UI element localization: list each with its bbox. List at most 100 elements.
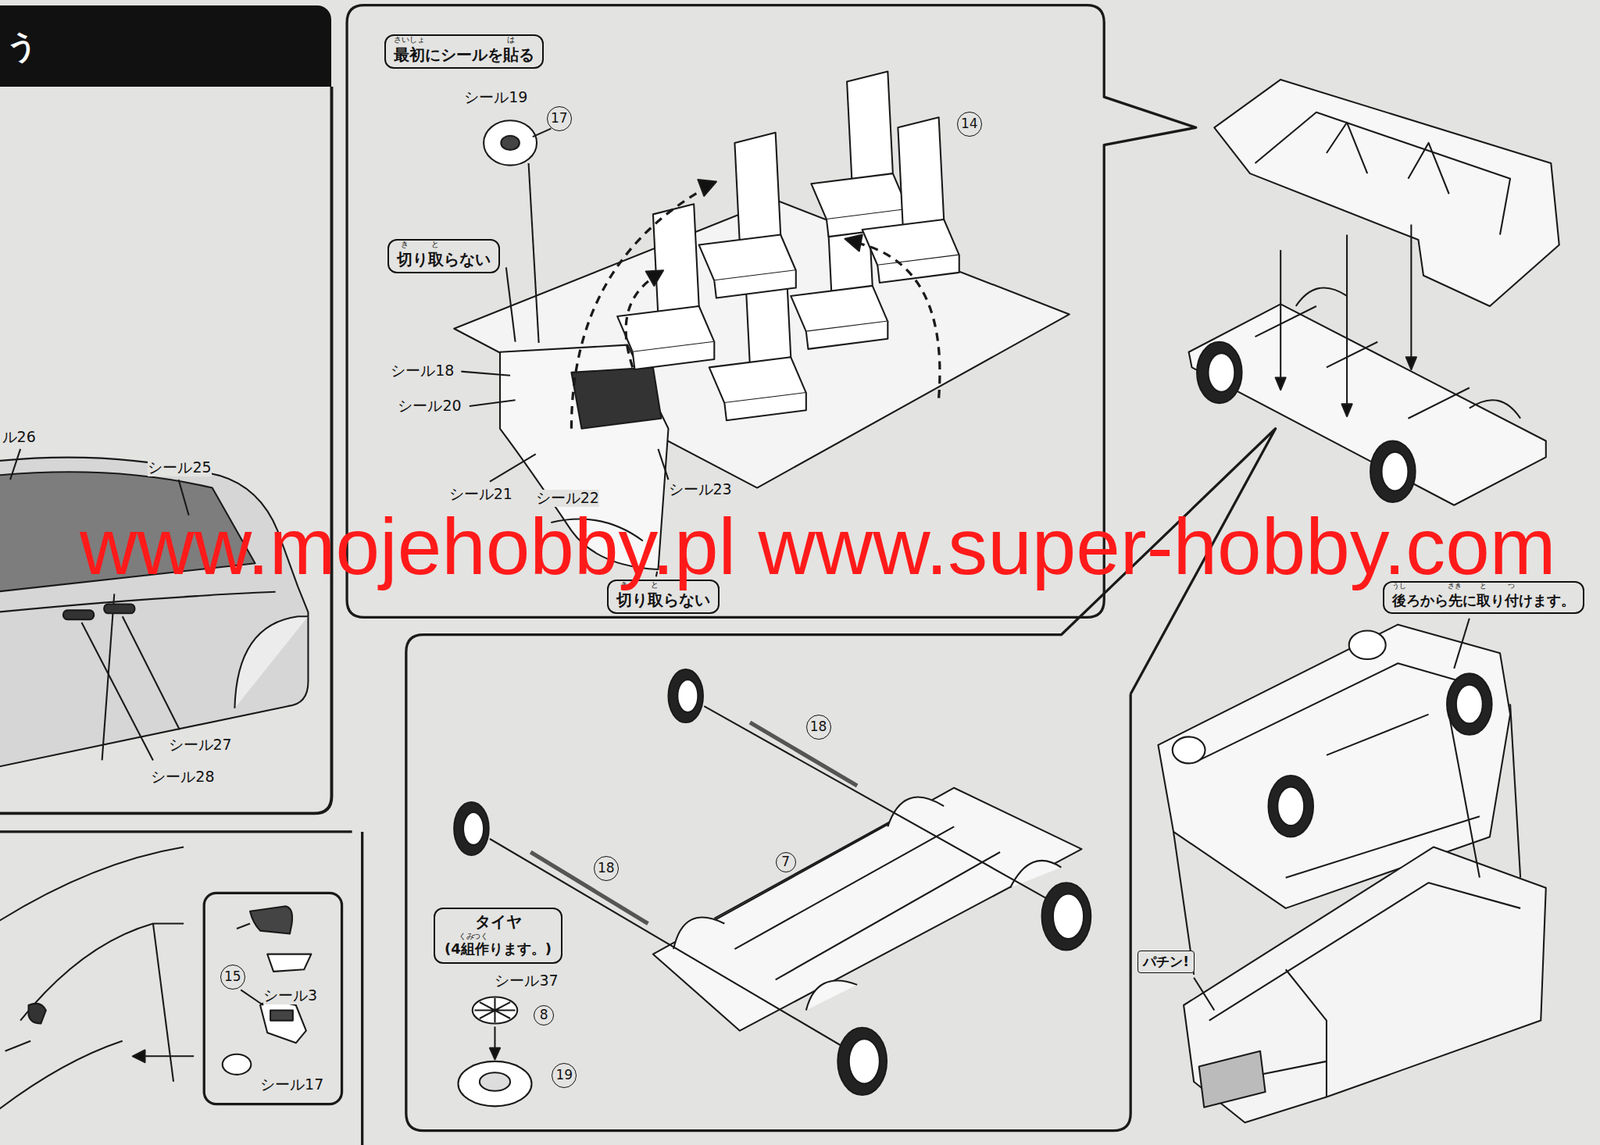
box-text: う (6, 5, 332, 87)
arrow-head (489, 1048, 500, 1060)
callout-number: 15 (220, 964, 246, 990)
furigana: つく (472, 932, 489, 941)
mirror (28, 1003, 47, 1025)
wheel-rim (677, 679, 698, 713)
door-line (102, 593, 115, 761)
box-text: 最初にシールを貼る (393, 45, 535, 65)
mirror-part (260, 1001, 307, 1043)
wheel-spokes (474, 998, 515, 1023)
wheel (1196, 342, 1242, 404)
furigana: き (400, 240, 409, 249)
panel-border (0, 830, 353, 833)
watermark: www.mojehobby.pl www.super-hobby.com (79, 507, 1557, 588)
assembly-line (528, 163, 540, 343)
panel-border (0, 86, 332, 814)
car-pillar-line (153, 923, 174, 1083)
leader-line (489, 453, 536, 482)
part-label: シール28 (150, 768, 215, 786)
assembly-line (1510, 704, 1521, 879)
sound-box: パチン! (1137, 950, 1195, 973)
axle-rod (750, 722, 858, 786)
furigana: と (431, 240, 440, 249)
detail-box (203, 892, 342, 1104)
wheel-rim (1381, 452, 1408, 492)
wheel-rim (849, 1039, 880, 1084)
chassis-line (1255, 306, 1470, 419)
dashed-arrow (571, 189, 704, 429)
part-label: ル26 (2, 428, 36, 447)
callout-number: 18 (593, 856, 619, 882)
part-label: シール3 (263, 987, 318, 1005)
box-subtext: (4組作ります。) (444, 940, 552, 958)
wheel (1349, 630, 1386, 660)
furigana: くみ (458, 932, 475, 941)
mirror-stalk (236, 923, 250, 929)
arrow-head (1406, 357, 1417, 370)
seat (862, 117, 960, 283)
seat (810, 71, 908, 237)
body-line (0, 592, 276, 613)
callout-number: 17 (546, 106, 572, 132)
wheel (1446, 673, 1492, 735)
callout-number: 7 (775, 852, 797, 873)
wheel (837, 1028, 887, 1096)
seat (699, 132, 797, 299)
box-text: タイヤ (444, 912, 552, 932)
chassis (653, 788, 1083, 1032)
leader-line (506, 267, 516, 342)
dashboard-panel (571, 367, 661, 429)
wheel-rim (1053, 894, 1084, 940)
chassis-frame (714, 806, 1000, 980)
mirror-detail (270, 1010, 293, 1022)
leader-line (532, 128, 552, 137)
car-body (0, 457, 308, 768)
dashed-arrow (857, 242, 940, 399)
furigana: は (507, 35, 515, 44)
leader-line (240, 989, 264, 1006)
tire-box: タイヤ (4組作ります。) (433, 907, 563, 965)
seat (617, 203, 715, 370)
callout-number: 19 (551, 1063, 577, 1089)
arrow-head (1342, 403, 1353, 417)
panel-border (360, 832, 364, 1145)
part-label: シール21 (449, 485, 513, 504)
wheel (1268, 775, 1314, 837)
leader-line (657, 449, 668, 480)
arrow-line (1279, 250, 1282, 380)
wheel (1370, 440, 1415, 502)
arrow-line (1346, 235, 1348, 408)
leader-line (81, 622, 153, 761)
door-handle (63, 610, 94, 620)
part-label: シール37 (494, 972, 558, 990)
arrow-head (697, 179, 717, 197)
door-handle (103, 604, 135, 615)
steering-hub (500, 135, 520, 150)
part-label: シール19 (464, 89, 528, 107)
box-text: 切り取らない (396, 250, 491, 269)
wheel-arch (673, 797, 1061, 1011)
wheel (453, 802, 489, 856)
leader-line (1453, 618, 1470, 669)
leader-line (122, 616, 180, 730)
box-text: 切り取らない (616, 590, 711, 610)
wheel-rim (1207, 353, 1235, 393)
wheel-arch (1296, 287, 1521, 418)
leader-line (10, 449, 21, 480)
interior-seat-line (1326, 122, 1450, 194)
assembly-line (1449, 714, 1480, 879)
mirror-part (250, 906, 293, 934)
box-text: パチン! (1142, 953, 1190, 970)
wheel-rim (1277, 786, 1304, 826)
wheel (1042, 882, 1092, 950)
part-label: シール18 (390, 362, 454, 380)
line-art (0, 5, 1560, 1145)
car-roof-line (0, 846, 184, 924)
leader-line (1193, 978, 1215, 1011)
arrow-head (844, 235, 862, 252)
callout-number: 18 (806, 714, 832, 740)
callout-number: 14 (957, 111, 983, 137)
part-label: シール27 (168, 736, 233, 754)
tire (457, 1061, 532, 1107)
chassis (1189, 303, 1547, 505)
